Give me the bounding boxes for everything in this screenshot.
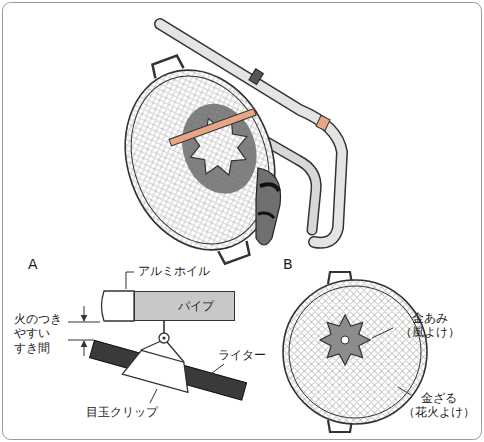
gap-arrow xyxy=(84,306,85,321)
drawing-circle xyxy=(341,336,349,344)
gap-note: 火のつき やすい すき間 xyxy=(14,312,62,355)
part-label: パイプ xyxy=(178,299,214,313)
drawing-rect xyxy=(316,115,330,130)
lighter xyxy=(88,337,248,406)
drawing-circle xyxy=(162,336,165,339)
drawing-path xyxy=(320,315,370,365)
wire xyxy=(163,321,165,333)
part-label: 目玉クリップ xyxy=(86,405,158,419)
panel-letter: A xyxy=(28,256,38,273)
gap-arrow xyxy=(84,341,85,356)
part-label: アルミホイル xyxy=(138,264,210,278)
clip-ring xyxy=(159,333,169,343)
lighter-top xyxy=(256,168,281,245)
drawing-ellipse xyxy=(109,57,292,264)
leader-line xyxy=(212,364,224,373)
pipe-band: パイプ xyxy=(134,291,235,321)
gap-tick xyxy=(68,340,94,341)
gap-tick xyxy=(68,322,100,323)
drawing-rect xyxy=(249,69,264,85)
frame xyxy=(3,3,482,440)
part-label: 金あみ （風よけ） xyxy=(400,311,460,340)
leader-line xyxy=(398,387,411,395)
drawing-circle xyxy=(289,286,421,418)
drawing-ellipse xyxy=(170,93,269,204)
part-label: ライター xyxy=(218,348,266,362)
leader-line xyxy=(372,328,393,338)
drawing-path xyxy=(258,213,274,218)
panel-letter: B xyxy=(283,256,293,273)
drawing-path xyxy=(256,168,281,245)
drawing-ellipse xyxy=(101,49,299,271)
drawing-path xyxy=(180,108,257,185)
leader-line xyxy=(150,389,157,403)
colander-top xyxy=(96,36,304,284)
drawing-path xyxy=(260,184,279,191)
clip-arm xyxy=(141,341,184,362)
part-label: 金ざる （花火よけ） xyxy=(403,391,475,420)
leader-line xyxy=(126,272,134,289)
binder-clip xyxy=(122,347,195,392)
drawing-circle xyxy=(283,280,427,424)
drawing-rect xyxy=(169,109,256,146)
foil xyxy=(102,291,135,321)
detail-a xyxy=(68,272,247,407)
